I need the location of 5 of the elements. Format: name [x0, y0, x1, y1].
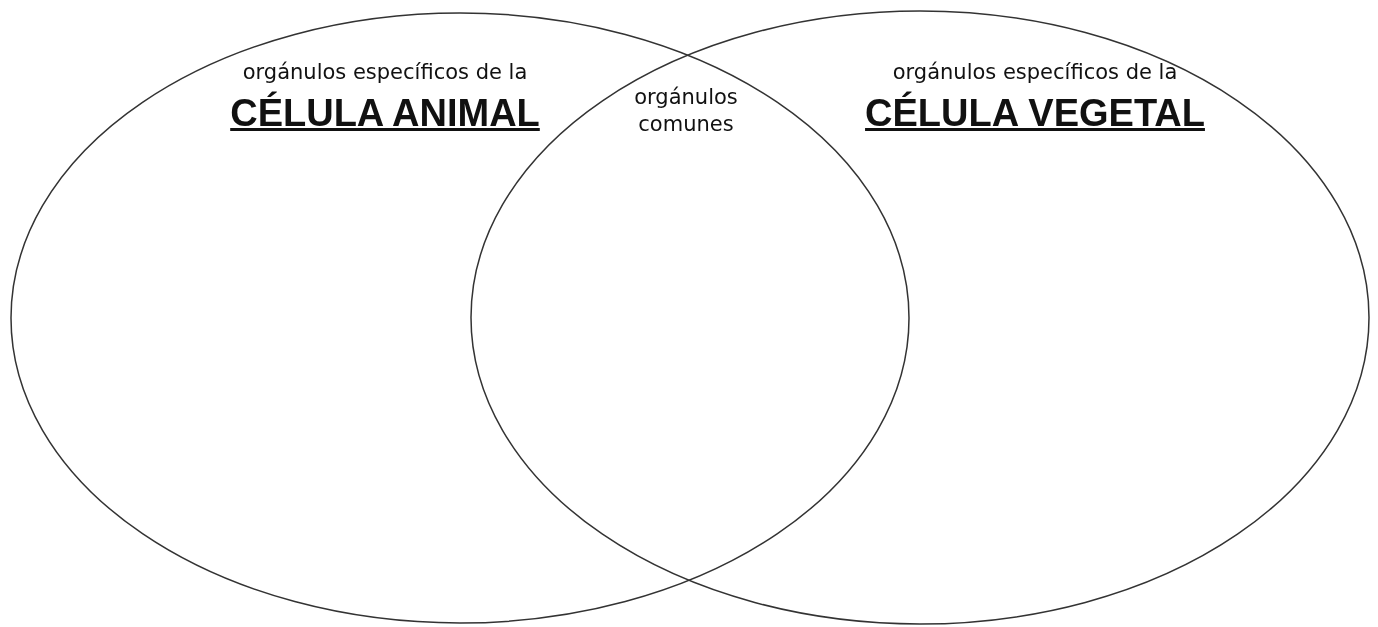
set-heading: CÉLULA VEGETAL — [865, 92, 1205, 135]
subtitle-text: orgánulos específicos de la — [242, 60, 528, 84]
overlap-label: orgánulos comunes — [633, 84, 739, 139]
subtitle-text: orgánulos específicos de la — [892, 60, 1178, 84]
set-heading: CÉLULA ANIMAL — [230, 92, 540, 135]
